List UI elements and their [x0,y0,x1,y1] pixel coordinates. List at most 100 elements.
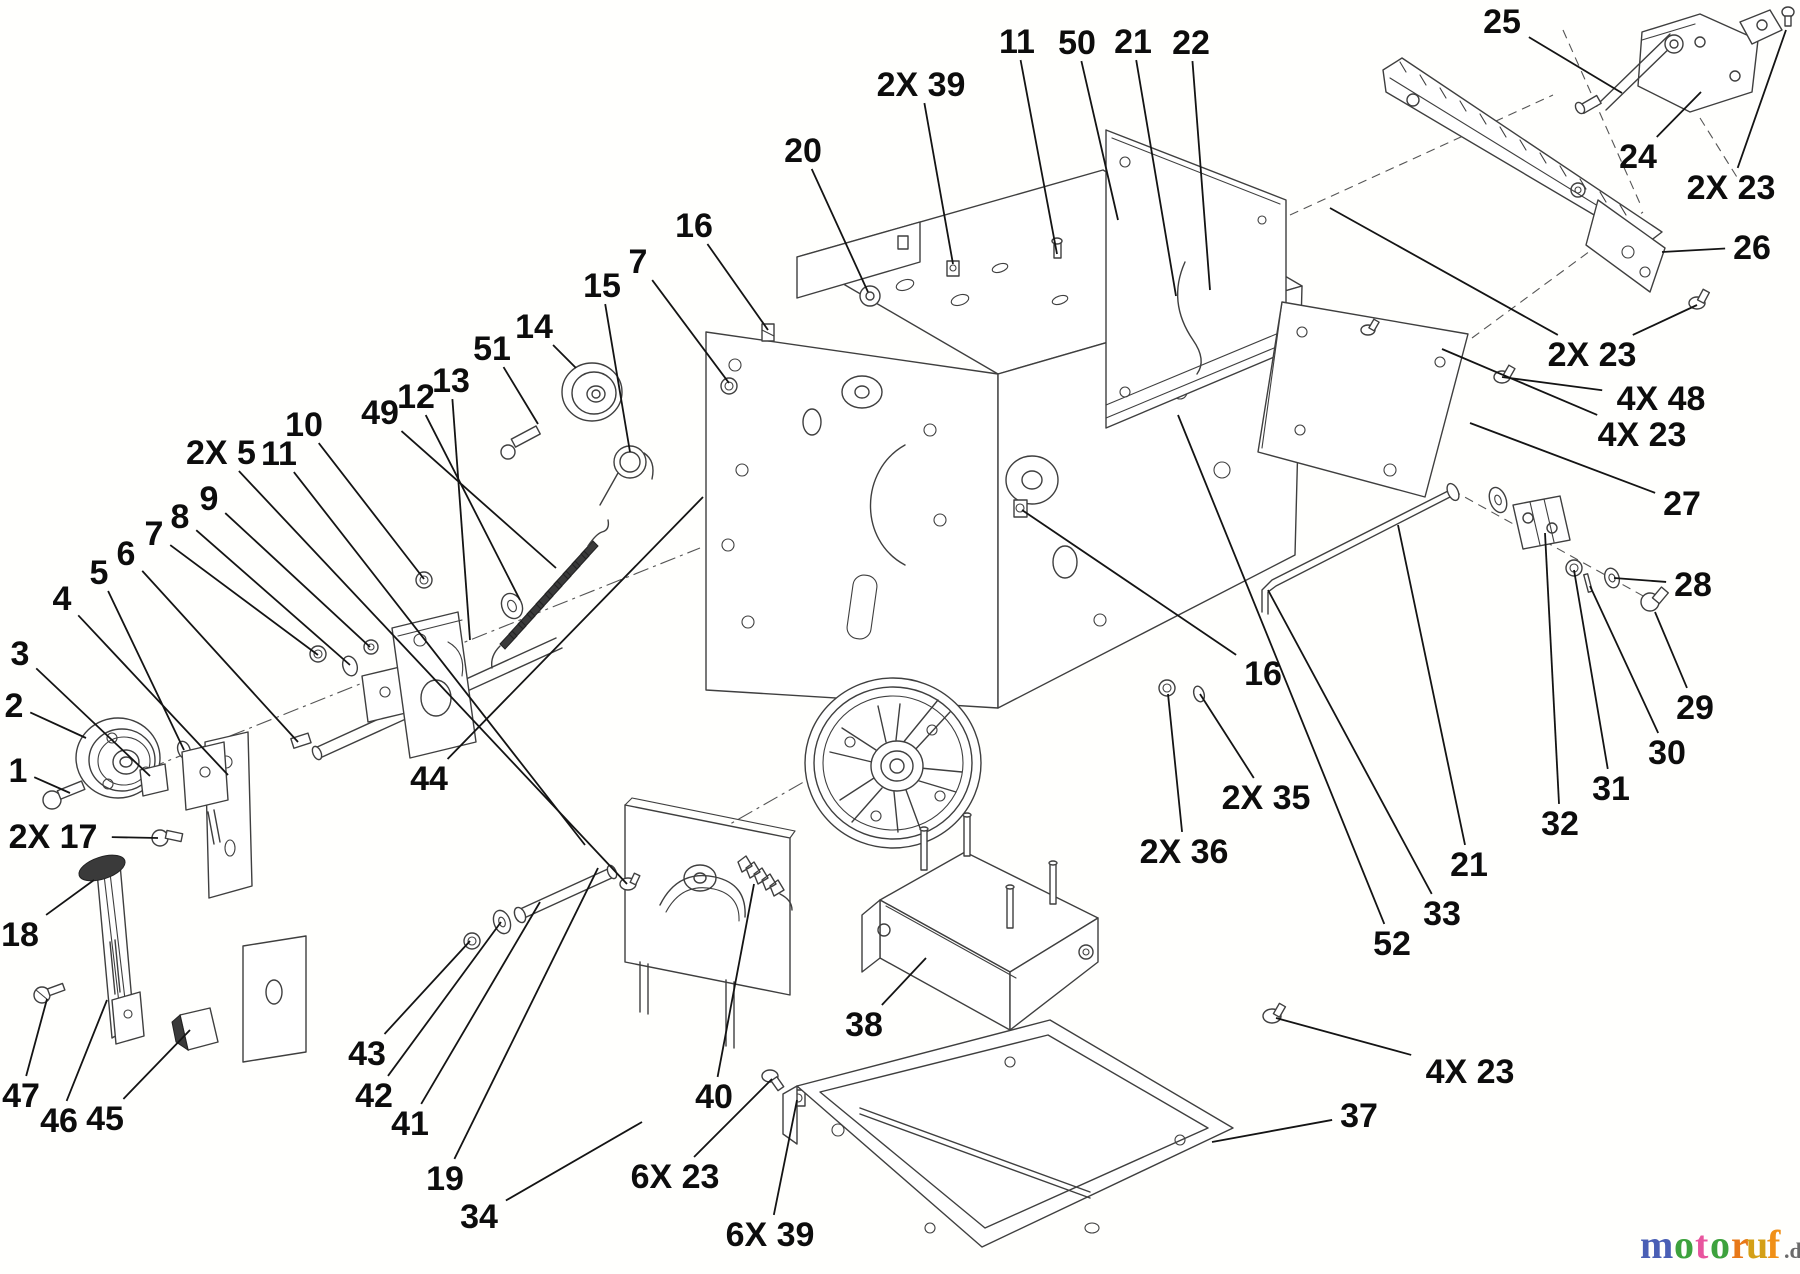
leader-line [502,366,539,425]
wheel-spokes [829,699,963,833]
part-label-6X-39: 6X 39 [726,1216,815,1254]
part-label-33: 33 [1423,895,1461,933]
leader-line [29,711,87,739]
bolt-2x23-top [1688,6,1795,310]
part-label-15: 15 [583,267,621,305]
leader-line [1656,91,1702,138]
leader-line [238,470,628,885]
leader-line [35,667,151,777]
leader-line [224,512,371,648]
part-label-16: 16 [1244,655,1282,693]
leader-line [1573,569,1609,770]
leader-line [387,921,502,1077]
pivot-bracket-24 [1637,9,1783,113]
leader-line [1469,422,1656,494]
leader-line [716,883,755,1078]
part-label-37: 37 [1340,1097,1378,1135]
part-label-25: 25 [1483,3,1521,41]
leader-line [1441,348,1598,416]
part-label-28: 28 [1674,566,1712,604]
part-label-32: 32 [1541,805,1579,843]
wheel-pulley [804,677,982,849]
part-label-2X-23: 2X 23 [1548,336,1637,374]
logo-letter: t [1695,1222,1709,1267]
mount-studs [919,812,1058,929]
logo-letter: o [1710,1222,1730,1267]
left-idler-assembly [42,639,379,1063]
leader-line [107,590,185,751]
part-label-42: 42 [355,1077,393,1115]
leader-line [420,901,541,1105]
logo-letter: r [1731,1222,1749,1267]
part-label-21: 21 [1114,23,1152,61]
leader-lines [25,29,1787,1216]
logo-letter: u [1746,1222,1768,1267]
part-label-11: 11 [261,435,297,473]
leader-line [1632,304,1698,336]
leader-line [772,1099,798,1216]
leader-line [1019,59,1058,255]
part-label-16: 16 [675,207,713,245]
leader-line [1501,376,1603,392]
brake-bracket-frame [463,797,806,1107]
leader-line [810,168,869,293]
part-label-46: 46 [40,1102,78,1140]
leader-line [77,614,229,776]
leader-line [1275,1017,1412,1056]
part-label-18: 18 [1,916,39,954]
part-label-49: 49 [361,394,399,432]
leader-line [1199,693,1255,779]
part-label-40: 40 [695,1078,733,1116]
leader-line [1397,524,1466,846]
part-label-9: 9 [200,480,219,518]
side-panel-27 [1257,301,1469,498]
part-label-6X-23: 6X 23 [631,1158,720,1196]
leader-line [1736,29,1787,169]
latch-arm-25 [1574,33,1684,115]
leader-line [1191,60,1211,291]
leader-line [1329,207,1559,336]
leader-line [451,398,471,641]
leader-line [1080,60,1119,221]
part-label-50: 50 [1058,24,1096,62]
leader-line [33,776,71,794]
part-label-4X-23: 4X 23 [1426,1053,1515,1091]
part-label-27: 27 [1663,485,1701,523]
part-label-38: 38 [845,1006,883,1044]
part-label-44: 44 [410,760,448,798]
part-label-31: 31 [1592,770,1630,808]
leader-line [1589,585,1659,734]
leader-line [1528,36,1623,94]
part-label-2X-17: 2X 17 [9,818,98,856]
leader-line [25,998,48,1077]
leader-line [706,243,769,331]
part-label-7: 7 [629,243,648,281]
channel-hatch [1399,61,1627,216]
part-label-10: 10 [285,406,323,444]
part-label-47: 47 [2,1077,40,1115]
part-label-51: 51 [473,330,511,368]
part-label-52: 52 [1373,925,1411,963]
leader-line [400,430,557,569]
leader-line [1135,59,1177,297]
leader-line [505,1121,643,1202]
part-label-13: 13 [432,362,470,400]
leader-line [446,496,704,760]
leader-line [651,279,730,384]
shift-rod-assembly [1261,482,1670,615]
leader-line [169,544,319,656]
part-label-2X-36: 2X 36 [1140,833,1229,871]
part-label-22: 22 [1172,24,1210,62]
part-label-3: 3 [11,635,30,673]
leader-line [293,471,586,846]
part-label-4X-23: 4X 23 [1598,416,1687,454]
leader-line [923,102,954,265]
part-label-43: 43 [348,1035,386,1073]
part-label-7: 7 [145,515,164,553]
leader-line [1211,1119,1333,1143]
leader-line [111,836,159,839]
part-label-41: 41 [391,1105,429,1143]
